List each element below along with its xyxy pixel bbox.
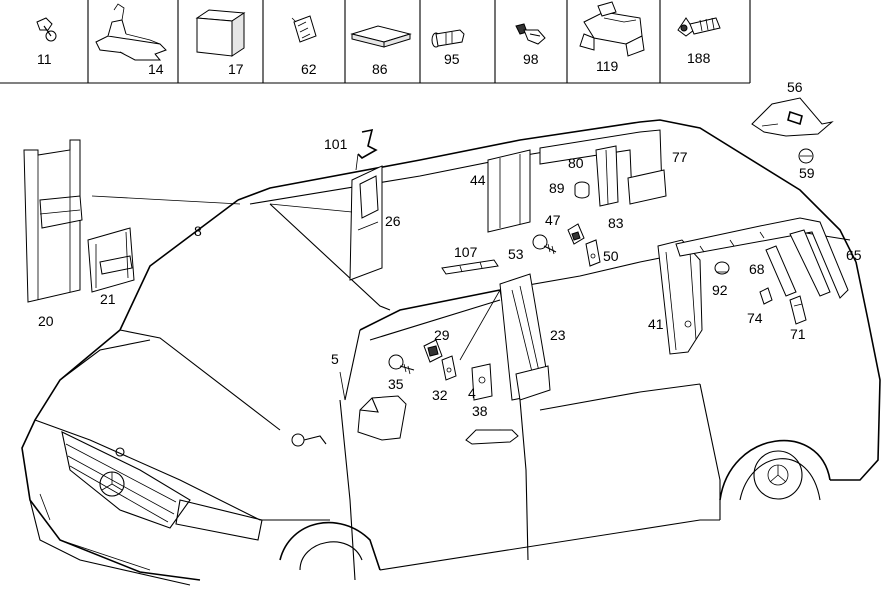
header-part-number: 14 <box>148 61 164 77</box>
callout-47: 47 <box>545 212 561 228</box>
plug-92 <box>714 261 730 275</box>
clip-32 <box>441 355 457 381</box>
callout-65: 65 <box>846 247 862 263</box>
header-part-number: 86 <box>372 61 388 77</box>
expanding-rivet-icon <box>677 17 721 37</box>
bracket-panel-21 <box>87 227 135 293</box>
callout-41: 41 <box>648 316 664 332</box>
clip-29 <box>423 339 443 363</box>
b-pillar-trim-23 <box>499 273 551 401</box>
header-part-number: 11 <box>37 51 52 67</box>
callout-21: 21 <box>100 291 116 307</box>
bracket-71 <box>789 295 807 325</box>
callout-8: 8 <box>194 223 202 239</box>
callout-56: 56 <box>787 79 803 95</box>
nozzle-8 <box>291 433 327 447</box>
callout-50: 50 <box>603 248 619 264</box>
screw-clip-icon <box>36 17 57 42</box>
callout-32: 32 <box>432 387 448 403</box>
trim-strip-107 <box>441 259 499 275</box>
pad-icon <box>350 25 412 48</box>
a-pillar-trim-26 <box>349 165 383 281</box>
callout-labels: 20 21 8 101 26 44 80 77 89 47 83 107 53 … <box>38 79 862 419</box>
roof-rail-65 <box>675 217 849 299</box>
callout-107: 107 <box>454 244 478 260</box>
screw-53 <box>532 234 557 255</box>
bracket-clip-icon <box>95 3 167 61</box>
callout-101: 101 <box>324 136 348 152</box>
clip-47 <box>567 223 585 245</box>
callout-23: 23 <box>550 327 566 343</box>
callout-20: 20 <box>38 313 54 329</box>
side-trim-panel-20 <box>23 139 83 303</box>
callout-92: 92 <box>712 282 728 298</box>
pillar-trim-44 <box>487 149 531 233</box>
holder-bracket-icon <box>579 1 645 57</box>
nut-59 <box>798 148 814 164</box>
bracket-50 <box>585 239 601 267</box>
van-body-outline <box>21 119 881 586</box>
callout-71: 71 <box>790 326 806 342</box>
callout-26: 26 <box>385 213 401 229</box>
callout-83: 83 <box>608 215 624 231</box>
clip-74 <box>759 287 773 305</box>
callout-29: 29 <box>434 327 450 343</box>
spring-clip-icon <box>291 15 317 43</box>
header-part-number: 17 <box>228 61 244 77</box>
header-part-number: 119 <box>596 58 619 74</box>
rear-bracket-56 <box>751 97 834 137</box>
header-part-number: 188 <box>687 50 711 66</box>
callout-80: 80 <box>568 155 584 171</box>
leader-line-5 <box>339 371 346 401</box>
callout-89: 89 <box>549 180 565 196</box>
bracket-68 <box>765 245 797 297</box>
push-clip-icon <box>515 23 546 45</box>
rear-pillar-trim-41 <box>657 239 703 355</box>
callout-5: 5 <box>331 351 339 367</box>
callout-53: 53 <box>508 246 524 262</box>
callout-35: 35 <box>388 376 404 392</box>
callout-44: 44 <box>470 172 486 188</box>
header-part-number: 98 <box>523 51 539 67</box>
callout-77: 77 <box>672 149 688 165</box>
hook-bracket-101 <box>355 128 378 171</box>
callout-38: 38 <box>472 403 488 419</box>
plate-38 <box>471 363 493 401</box>
cylinder-plug-89 <box>574 181 590 199</box>
callout-4: 4 <box>468 385 476 401</box>
rivet-icon <box>431 29 465 48</box>
parts-header-strip: 11 14 17 62 86 <box>0 0 751 84</box>
roof-trim-cluster-77 <box>539 129 667 207</box>
foam-block-icon <box>195 9 246 57</box>
screw-35 <box>388 354 415 375</box>
header-part-number: 95 <box>444 51 460 67</box>
callout-68: 68 <box>749 261 765 277</box>
header-part-number: 62 <box>301 61 317 77</box>
callout-74: 74 <box>747 310 763 326</box>
callout-59: 59 <box>799 165 815 181</box>
